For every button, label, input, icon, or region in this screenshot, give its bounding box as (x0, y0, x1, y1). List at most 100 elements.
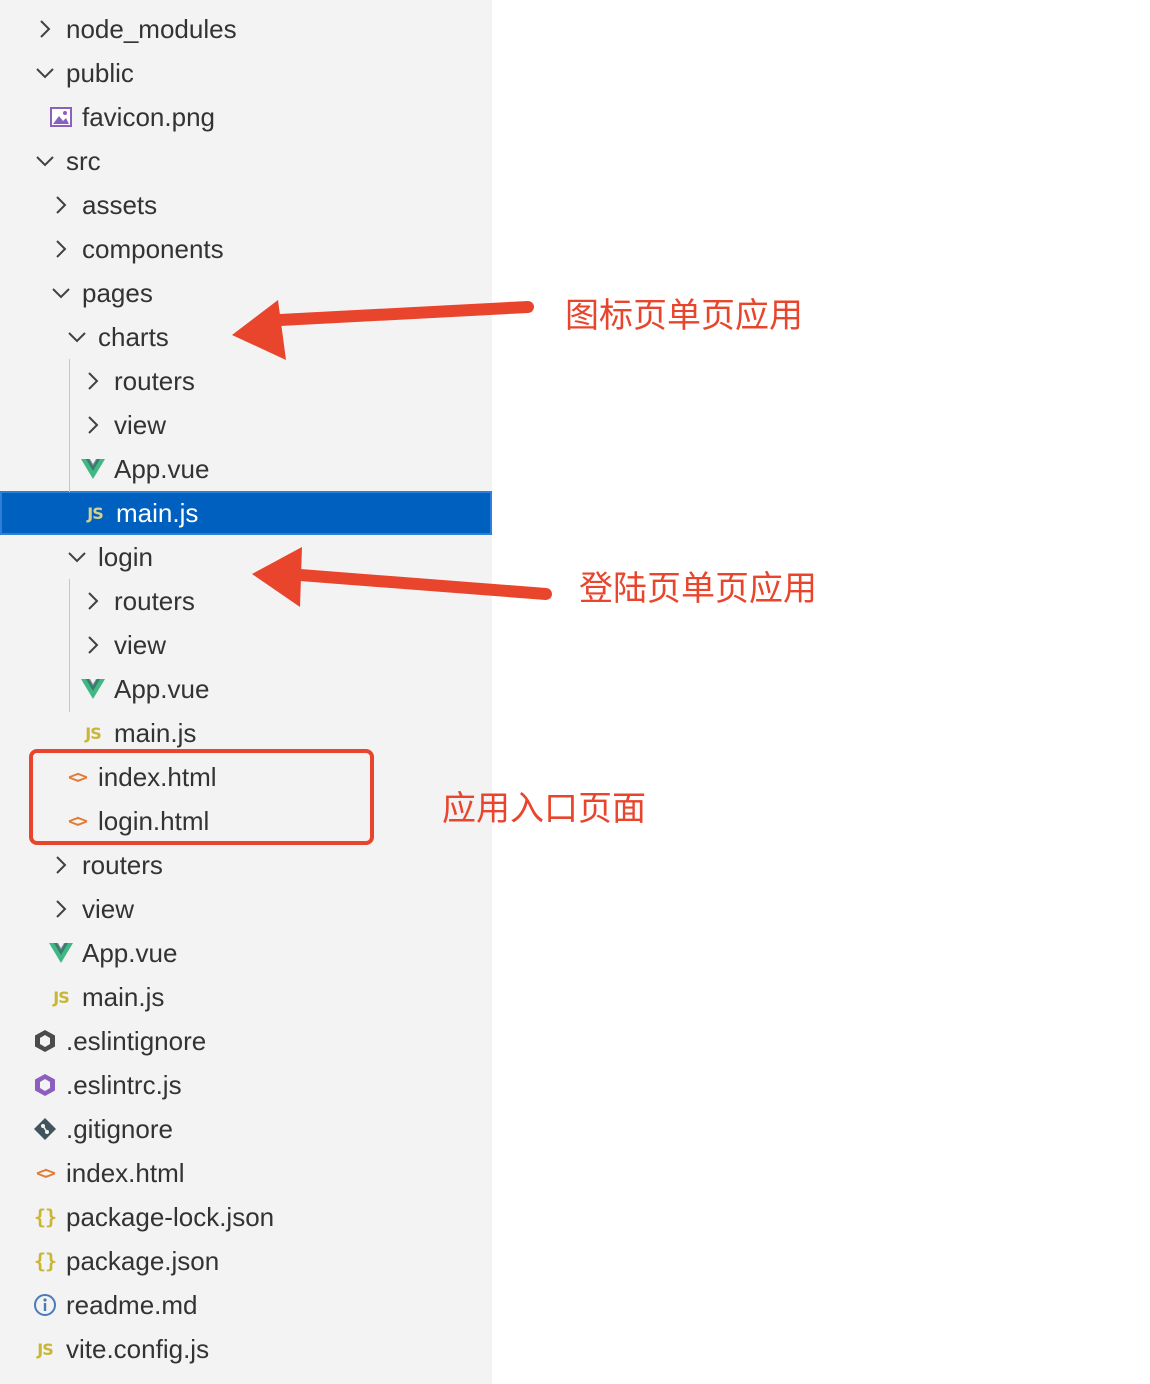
indent-guide (69, 579, 70, 712)
row-label: pages (82, 277, 153, 308)
arrow-to-login (252, 547, 552, 607)
chevron-right-icon[interactable] (80, 588, 106, 614)
file-row[interactable]: readme.md (0, 1283, 492, 1327)
js-file-icon: JS (37, 1339, 54, 1359)
file-row[interactable]: App.vue (0, 931, 492, 975)
row-label: routers (114, 365, 195, 396)
row-label: charts (98, 321, 169, 352)
row-label: main.js (82, 981, 165, 1012)
charts-annotation: 图标页单页应用 (565, 296, 803, 336)
info-icon (32, 1292, 58, 1318)
html-file-icon: <> (68, 766, 88, 788)
vue-file-icon (80, 456, 106, 482)
row-label: .eslintignore (66, 1025, 207, 1056)
folder-row[interactable]: view (0, 887, 492, 931)
vue-file-icon (48, 940, 74, 966)
chevron-right-icon[interactable] (80, 632, 106, 658)
entry-pages-highlight-box (29, 749, 374, 845)
row-label: routers (82, 849, 163, 880)
file-row[interactable]: <> index.html (0, 755, 492, 799)
file-row[interactable]: {} package.json (0, 1239, 492, 1283)
row-label: main.js (116, 497, 199, 528)
folder-row[interactable]: view (0, 623, 492, 667)
file-row[interactable]: JS main.js (0, 975, 492, 1019)
file-row[interactable]: {} package-lock.json (0, 1195, 492, 1239)
row-label: login.html (98, 805, 210, 836)
chevron-down-icon[interactable] (64, 324, 90, 350)
row-label: .eslintrc.js (66, 1069, 182, 1100)
chevron-down-icon[interactable] (48, 280, 74, 306)
folder-row[interactable]: routers (0, 843, 492, 887)
file-row[interactable]: App.vue (0, 447, 492, 491)
row-label: view (114, 629, 167, 660)
file-row[interactable]: JS vite.config.js (0, 1327, 492, 1371)
row-label: components (82, 233, 224, 264)
row-label: index.html (66, 1157, 185, 1188)
folder-row[interactable]: components (0, 227, 492, 271)
file-row[interactable]: .eslintrc.js (0, 1063, 492, 1107)
json-file-icon: {} (33, 1205, 57, 1229)
folder-row[interactable]: pages (0, 271, 492, 315)
row-label: package-lock.json (66, 1201, 275, 1232)
file-row[interactable]: .gitignore (0, 1107, 492, 1151)
folder-row[interactable]: node_modules (0, 7, 492, 51)
row-label: favicon.png (82, 101, 215, 132)
js-file-icon: JS (87, 503, 104, 523)
row-label: assets (82, 189, 158, 220)
row-label: main.js (114, 717, 197, 748)
folder-row[interactable]: assets (0, 183, 492, 227)
chevron-down-icon[interactable] (32, 60, 58, 86)
entry-pages-annotation: 应用入口页面 (442, 789, 646, 829)
file-row[interactable]: <> login.html (0, 799, 492, 843)
indent-guide (69, 359, 70, 492)
file-row[interactable]: JS main.js (0, 711, 492, 755)
chevron-right-icon[interactable] (48, 236, 74, 262)
chevron-right-icon[interactable] (48, 852, 74, 878)
row-label: view (114, 409, 167, 440)
row-label: vite.config.js (66, 1333, 210, 1364)
folder-row[interactable]: public (0, 51, 492, 95)
row-label: routers (114, 585, 195, 616)
row-label: src (66, 145, 101, 176)
folder-row[interactable]: charts (0, 315, 492, 359)
html-file-icon: <> (68, 810, 88, 832)
row-label: App.vue (114, 673, 210, 704)
file-row[interactable]: App.vue (0, 667, 492, 711)
row-label: .gitignore (66, 1113, 173, 1144)
chevron-right-icon[interactable] (48, 896, 74, 922)
row-label: readme.md (66, 1289, 198, 1320)
folder-row[interactable]: view (0, 403, 492, 447)
login-annotation: 登陆页单页应用 (579, 569, 817, 609)
row-label: package.json (66, 1245, 220, 1276)
row-label: login (98, 541, 153, 572)
chevron-right-icon[interactable] (80, 368, 106, 394)
chevron-right-icon[interactable] (80, 412, 106, 438)
js-file-icon: JS (53, 987, 70, 1007)
row-label: index.html (98, 761, 217, 792)
chevron-down-icon[interactable] (64, 544, 90, 570)
folder-row[interactable]: src (0, 139, 492, 183)
vue-file-icon (80, 676, 106, 702)
row-label: public (66, 57, 134, 88)
eslint-ignore-icon (32, 1028, 58, 1054)
json-file-icon: {} (33, 1249, 57, 1273)
chevron-down-icon[interactable] (32, 148, 58, 174)
chevron-right-icon[interactable] (32, 16, 58, 42)
arrow-to-charts (232, 300, 534, 360)
folder-row[interactable]: login (0, 535, 492, 579)
image-file-icon (48, 104, 74, 130)
row-label: node_modules (66, 13, 237, 44)
file-row[interactable]: JS main.js (0, 491, 492, 535)
js-file-icon: JS (85, 723, 102, 743)
chevron-right-icon[interactable] (48, 192, 74, 218)
file-row[interactable]: <> index.html (0, 1151, 492, 1195)
row-label: App.vue (114, 453, 210, 484)
row-label: view (82, 893, 135, 924)
file-row[interactable]: .eslintignore (0, 1019, 492, 1063)
file-row[interactable]: favicon.png (0, 95, 492, 139)
folder-row[interactable]: routers (0, 579, 492, 623)
folder-row[interactable]: routers (0, 359, 492, 403)
html-file-icon: <> (36, 1162, 56, 1184)
eslint-config-icon (32, 1072, 58, 1098)
